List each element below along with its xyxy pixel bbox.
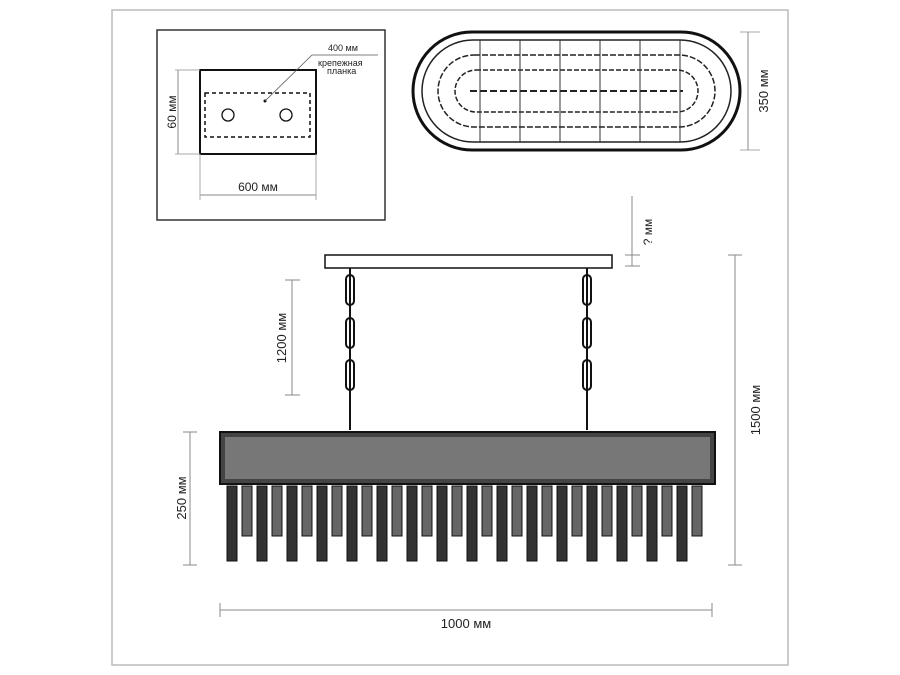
plate-width-label: 600 мм — [238, 180, 278, 194]
width-label: 1000 мм — [441, 616, 491, 631]
bracket-label-2: планка — [327, 66, 356, 76]
crystal — [256, 485, 268, 562]
outer-frame — [111, 9, 789, 666]
crystal — [421, 485, 433, 537]
crystal — [331, 485, 343, 537]
plate-height-label: 60 мм — [165, 95, 179, 128]
crystal — [271, 485, 283, 537]
crystal — [466, 485, 478, 562]
top-view: 350 мм — [411, 30, 771, 152]
crystal — [646, 485, 658, 562]
front-view: ? мм 1200 мм 1500 мм 250 мм 1000 мм — [174, 196, 763, 631]
crystal — [226, 485, 238, 562]
crystal — [691, 485, 703, 537]
crystal — [526, 485, 538, 562]
mounting-bracket — [204, 92, 311, 138]
canopy — [324, 254, 613, 269]
crystal — [601, 485, 613, 537]
crystal — [616, 485, 628, 562]
crystal — [571, 485, 583, 537]
crystal — [676, 485, 688, 562]
depth-label: 350 мм — [756, 69, 771, 112]
crystal — [556, 485, 568, 562]
crystal — [361, 485, 373, 537]
crystal — [451, 485, 463, 537]
crystal — [316, 485, 328, 562]
bracket-label: крепежная — [318, 58, 363, 68]
crystal — [391, 485, 403, 537]
crystal — [436, 485, 448, 562]
total-height-label: 1500 мм — [748, 385, 763, 435]
crystal — [481, 485, 493, 537]
screw-hole — [279, 108, 293, 122]
bracket-size-label: 400 мм — [328, 43, 358, 53]
crystal — [376, 485, 388, 562]
chain-length-label: 1200 мм — [274, 313, 289, 363]
crystal — [241, 485, 253, 537]
crystal — [286, 485, 298, 562]
body-height-label: 250 мм — [174, 476, 189, 519]
crystal — [586, 485, 598, 562]
crystal — [631, 485, 643, 537]
mount-plate — [199, 69, 317, 155]
crystal — [541, 485, 553, 537]
crystal — [301, 485, 313, 537]
crystal — [346, 485, 358, 562]
crystal — [661, 485, 673, 537]
chain — [345, 268, 592, 430]
crystal-pendants — [226, 485, 703, 562]
crystal — [496, 485, 508, 562]
mount-plate-inset: 400 мм крепежная планка 60 мм 600 мм — [156, 29, 386, 221]
crystal — [406, 485, 418, 562]
crystal — [511, 485, 523, 537]
screw-hole — [221, 108, 235, 122]
canopy-gap-label: ? мм — [641, 219, 655, 246]
